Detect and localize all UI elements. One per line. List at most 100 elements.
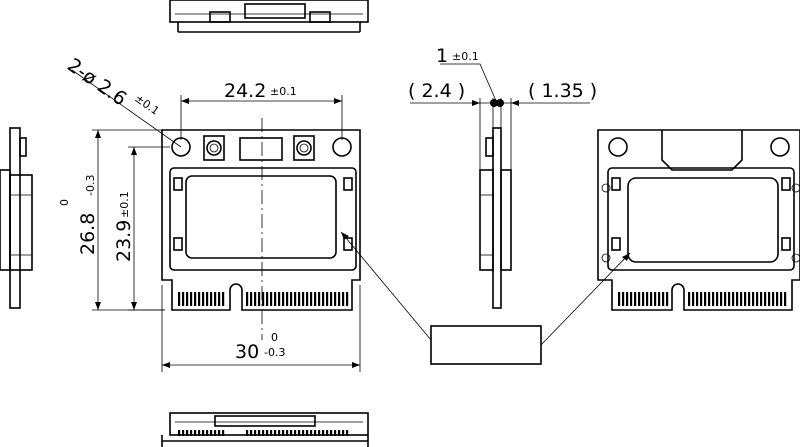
edge-contact [286,430,288,436]
edge-contact [666,292,668,306]
edge-contact [720,292,722,306]
edge-contact [346,430,348,436]
left-side-view [0,128,32,308]
height-outer-tol-lower: -0.3 [84,175,97,196]
edge-contact [290,430,292,436]
edge-contact [202,430,204,436]
edge-contact [330,292,332,306]
edge-contact [330,430,332,436]
edge-contact [278,292,280,306]
edge-contact [760,292,762,306]
hole-dia-tol: ±0.1 [132,92,161,118]
edge-contact [202,292,204,306]
edge-contact [346,292,348,306]
height-inner-tol: ±0.1 [118,191,131,218]
edge-contact [314,292,316,306]
edge-contact [282,292,284,306]
right-side-view: 1 ±0.1 ( 2.4 ) ( 1.35 ) [408,45,597,308]
edge-contact [278,430,280,436]
edge-contact [688,292,690,306]
edge-contact [210,430,212,436]
edge-contact [206,292,208,306]
edge-contact [748,292,750,306]
edge-contact [704,292,706,306]
edge-contact [214,292,216,306]
edge-contact [178,430,180,436]
edge-contact [274,430,276,436]
edge-contact [258,430,260,436]
hole-dia-value: 2-ø 2.6 [63,54,130,110]
edge-contact [338,430,340,436]
bottom-edge-view [162,413,368,447]
edge-contact [194,430,196,436]
edge-contact [254,430,256,436]
edge-contact [752,292,754,306]
edge-contact [186,292,188,306]
edge-contact [622,292,624,306]
edge-contact [190,430,192,436]
edge-contact [780,292,782,306]
edge-contact [618,292,620,306]
right-ref-value: ( 1.35 ) [528,80,597,102]
edge-contact [654,292,656,306]
edge-contact [638,292,640,306]
edge-contact [642,292,644,306]
edge-contact [626,292,628,306]
edge-contact [646,292,648,306]
hole-spacing-value: 24.2 [224,80,266,102]
edge-contact [772,292,774,306]
edge-contact [724,292,726,306]
height-inner-value: 23.9 [113,220,135,262]
edge-contact [696,292,698,306]
edge-contact [728,292,730,306]
edge-contact [298,430,300,436]
edge-contact [326,292,328,306]
edge-contact [198,430,200,436]
edge-contact [186,430,188,436]
edge-contact [266,430,268,436]
edge-contact [630,292,632,306]
edge-contact [190,292,192,306]
edge-contact [662,292,664,306]
hole-spacing-tol: ±0.1 [270,85,297,98]
edge-contact [218,292,220,306]
edge-contact [740,292,742,306]
edge-contact [262,430,264,436]
mounting-hole-right [333,138,351,156]
top-edge-view [170,0,368,32]
edge-contact [302,430,304,436]
edge-contact [322,292,324,306]
edge-contact [306,292,308,306]
height-outer-value: 26.8 [77,213,99,255]
edge-contact [178,292,180,306]
edge-contact [700,292,702,306]
width-tol-lower: -0.3 [264,346,285,359]
edge-contact [282,430,284,436]
edge-contact [318,430,320,436]
edge-contact [326,430,328,436]
edge-contact [198,292,200,306]
edge-contact [254,292,256,306]
edge-contact [764,292,766,306]
edge-contact [756,292,758,306]
edge-contact [658,292,660,306]
edge-contact [218,430,220,436]
edge-contact [274,292,276,306]
edge-contact [290,292,292,306]
edge-contact [736,292,738,306]
edge-contact [716,292,718,306]
thickness-tol: ±0.1 [452,50,479,63]
edge-contact [294,430,296,436]
width-value: 30 [235,341,259,363]
edge-contact [182,292,184,306]
edge-contact [692,292,694,306]
height-outer-tol-upper: 0 [58,199,71,206]
edge-contact [222,430,224,436]
edge-contact [732,292,734,306]
edge-contact [650,292,652,306]
edge-contact [744,292,746,306]
edge-contact [258,292,260,306]
thickness-value: 1 [436,45,448,67]
label-box [431,326,541,364]
